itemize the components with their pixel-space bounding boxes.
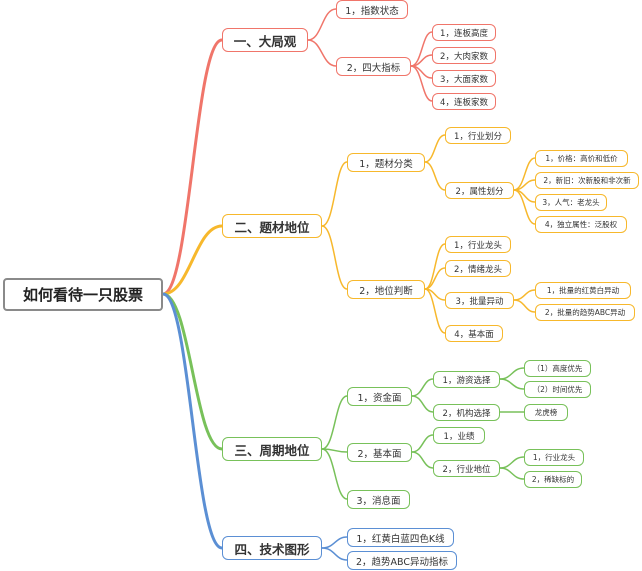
leaf-node[interactable]: 1，连板高度: [432, 24, 496, 41]
leaf-node[interactable]: 1，业绩: [433, 427, 485, 444]
leaf-node[interactable]: 1，行业划分: [445, 127, 511, 144]
node-index-status[interactable]: 1，指数状态: [336, 0, 408, 19]
leaf-node[interactable]: 2，稀缺标的: [524, 471, 582, 488]
leaf-node[interactable]: 1，行业龙头: [445, 236, 511, 253]
branch-node-overview[interactable]: 一、大局观: [222, 28, 308, 52]
leaf-node[interactable]: （2）时间优先: [524, 381, 591, 398]
branch-node-cycle-position[interactable]: 三、周期地位: [222, 437, 322, 461]
leaf-node[interactable]: 3，大面家数: [432, 70, 496, 87]
branch-line-2: [162, 224, 223, 296]
main-branches: [162, 38, 223, 550]
node-hot-money-choice[interactable]: 1，游资选择: [433, 371, 500, 388]
leaf-node[interactable]: 龙虎榜: [524, 404, 568, 421]
links-1: [307, 8, 433, 102]
leaf-node[interactable]: 2，新旧：次新股和非次新: [535, 172, 639, 189]
leaf-node[interactable]: 1，行业龙头: [524, 449, 584, 466]
links-4: [321, 536, 348, 561]
links-2: [321, 134, 536, 334]
node-theme-category[interactable]: 1，题材分类: [347, 153, 425, 172]
node-capital-side[interactable]: 1，资金面: [347, 387, 412, 406]
branch-line-1: [162, 38, 223, 296]
leaf-node[interactable]: 1，价格：高价和低价: [535, 150, 628, 167]
leaf-node[interactable]: 1，批量的红黄白异动: [535, 282, 631, 299]
leaf-node[interactable]: 2，大肉家数: [432, 47, 496, 64]
node-news-side[interactable]: 3，消息面: [347, 490, 410, 509]
branch-line-3: [162, 292, 223, 451]
leaf-node[interactable]: 1，红黄白蓝四色K线: [347, 528, 454, 547]
leaf-node[interactable]: 2，趋势ABC异动指标: [347, 551, 457, 570]
leaf-node[interactable]: 2，情绪龙头: [445, 260, 511, 277]
node-industry-position[interactable]: 2，行业地位: [433, 460, 500, 477]
node-four-indicators[interactable]: 2，四大指标: [336, 57, 411, 76]
leaf-node[interactable]: 2，批量的趋势ABC异动: [535, 304, 635, 321]
node-institution-choice[interactable]: 2，机构选择: [433, 404, 500, 421]
root-node[interactable]: 如何看待一只股票: [3, 278, 163, 311]
leaf-node[interactable]: （1）高度优先: [524, 360, 591, 377]
branch-node-technical-patterns[interactable]: 四、技术图形: [222, 536, 322, 560]
leaf-node[interactable]: 3，人气：老龙头: [535, 194, 607, 211]
branch-node-theme-position[interactable]: 二、题材地位: [222, 214, 322, 238]
node-batch-movement[interactable]: 3，批量异动: [445, 292, 514, 309]
links-3: [321, 367, 525, 500]
leaf-node[interactable]: 4，独立属性：泛股权: [535, 216, 627, 233]
node-position-judgment[interactable]: 2，地位判断: [347, 280, 425, 299]
leaf-node[interactable]: 4，连板家数: [432, 93, 496, 110]
node-attribute-division[interactable]: 2，属性划分: [445, 182, 514, 199]
branch-line-4: [162, 292, 223, 550]
leaf-node[interactable]: 4，基本面: [445, 325, 503, 342]
node-fundamentals[interactable]: 2，基本面: [347, 443, 412, 462]
